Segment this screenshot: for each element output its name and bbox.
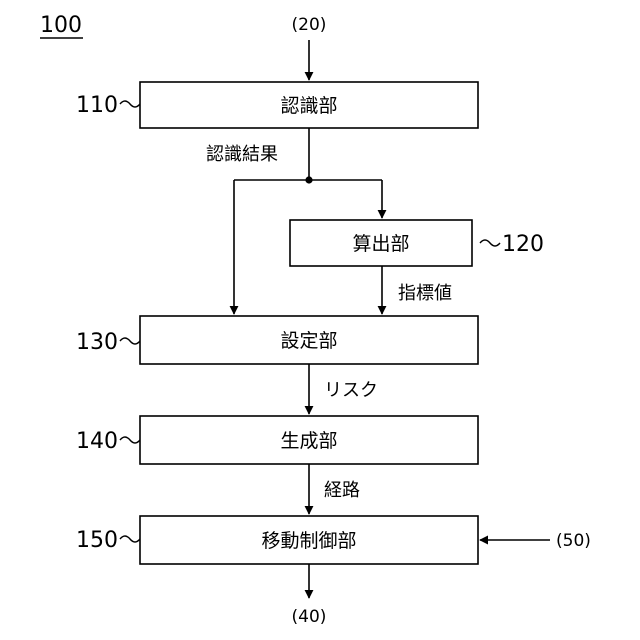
setting-block-label: 設定部 [280,330,337,352]
input-20-label: (20) [292,15,327,35]
ref-130-label: 130 [76,330,118,355]
ref-110-label: 110 [76,93,118,118]
risk-label: リスク [324,380,378,401]
ref-140-leader [120,437,140,443]
generation-block-label: 生成部 [280,430,337,452]
route-label: 経路 [324,480,360,501]
figure-ref-label: 100 [40,13,82,38]
ref-120-leader [480,240,500,246]
recognition-block-label: 認識部 [280,95,337,117]
ref-120-label: 120 [502,232,544,257]
recognition-result-label: 認識結果 [206,144,278,165]
movement-control-block-label: 移動制御部 [261,530,356,552]
ref-110-leader [120,101,140,107]
ref-130-leader [120,338,140,344]
calculation-block-label: 算出部 [352,233,409,255]
ref-150-label: 150 [76,528,118,553]
ref-150-leader [120,536,140,542]
output-40-label: (40) [292,607,327,627]
input-50-label: (50) [556,531,591,551]
index-value-label: 指標値 [398,283,452,304]
ref-140-label: 140 [76,429,118,454]
